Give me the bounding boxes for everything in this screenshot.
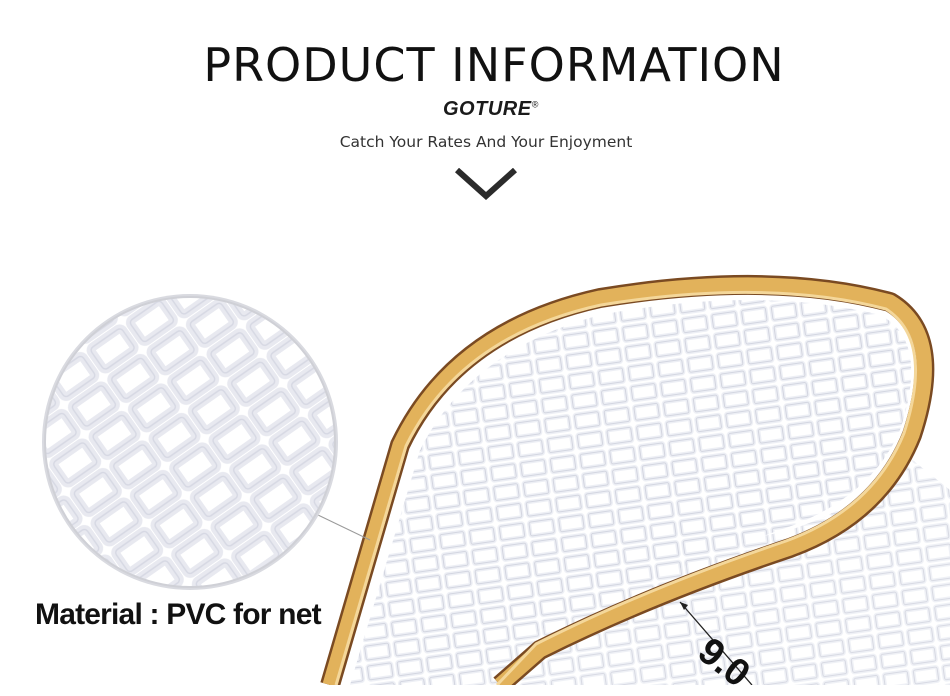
tagline: Catch Your Rates And Your Enjoyment — [339, 133, 633, 151]
product-image — [42, 274, 950, 685]
net-body — [350, 300, 912, 685]
brand-name: GOTURE — [443, 98, 532, 120]
chevron-down-icon — [455, 168, 517, 200]
material-label: Material : PVC for net — [35, 598, 322, 631]
registered-mark: ® — [531, 99, 539, 110]
page-title: PRODUCT INFORMATION — [203, 38, 785, 92]
brand-logo: GOTURE® — [443, 98, 539, 121]
